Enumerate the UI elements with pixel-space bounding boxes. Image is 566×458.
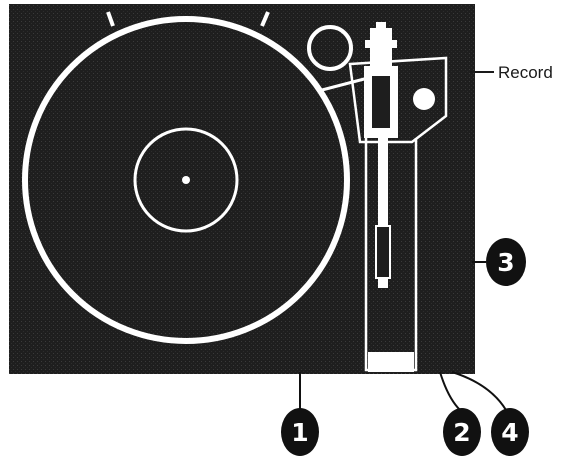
pivot-slot [372, 76, 390, 128]
spindle [182, 176, 190, 184]
callout-3: 3 [486, 238, 526, 286]
callout-4-number: 4 [501, 418, 518, 447]
turntable-plinth [9, 4, 475, 374]
callout-3-number: 3 [497, 248, 514, 277]
arm-pivot-knob [413, 88, 435, 110]
callout-2: 2 [443, 408, 481, 456]
tonearm-tube [378, 138, 388, 288]
arm-channel-floor [368, 352, 414, 372]
platter-tick-right [260, 11, 270, 27]
platter-label-ring [133, 127, 239, 233]
record-knob [307, 25, 353, 71]
callout-1: 1 [281, 408, 319, 456]
counterweight-ring [365, 40, 397, 48]
tonearm-headshell [375, 225, 391, 279]
counterweight-cap [376, 22, 386, 32]
callout-2-number: 2 [453, 418, 470, 447]
callout-4: 4 [491, 408, 529, 456]
callout-1-number: 1 [291, 418, 308, 447]
callout-2-leader [439, 371, 461, 411]
tonearm-lift-line [321, 76, 369, 92]
platter-outer-ring [22, 16, 350, 344]
record-label: Record [498, 63, 553, 82]
tonearm-base [348, 56, 448, 144]
platter-tick-left [106, 11, 115, 27]
callout-4-leader [451, 371, 507, 411]
